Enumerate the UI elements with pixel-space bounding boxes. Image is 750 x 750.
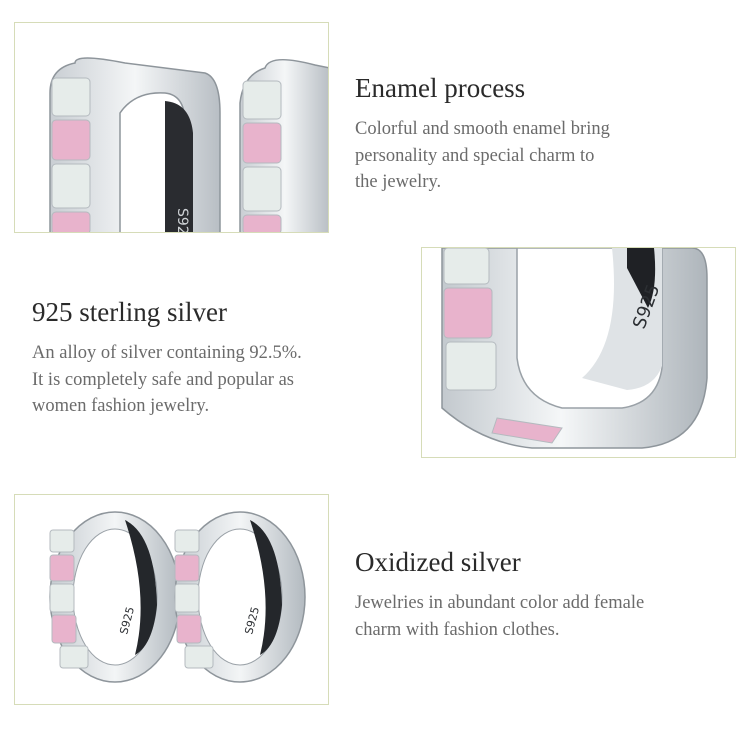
product-photo-stamp-detail: S925: [421, 247, 736, 458]
feature-enamel-process: Enamel process Colorful and smooth ename…: [355, 72, 715, 196]
feature-line: An alloy of silver containing 92.5%.: [32, 343, 302, 363]
feature-line: Jewelries in abundant color add female: [355, 593, 645, 613]
feature-line: women fashion jewelry.: [32, 396, 210, 416]
product-photo-earring-pair: S925 S925: [14, 494, 329, 705]
feature-line: the jewelry.: [355, 172, 442, 192]
feature-oxidized-silver: Oxidized silver Jewelries in abundant co…: [355, 546, 725, 643]
feature-line: It is completely safe and popular as: [32, 369, 294, 390]
feature-line: personality and special charm to: [355, 145, 595, 166]
stamp-s925-text: S925: [174, 208, 190, 233]
feature-sterling-silver: 925 sterling silver An alloy of silver c…: [32, 296, 402, 420]
hoop-earring: S925: [49, 57, 221, 233]
feature-title: Enamel process: [355, 73, 526, 103]
hoop-earring: S925: [49, 511, 181, 683]
product-photo-enamel-closeup: S925: [14, 22, 329, 233]
feature-line: charm with fashion clothes.: [355, 619, 560, 640]
feature-title: Oxidized silver: [355, 547, 521, 577]
feature-line: Colorful and smooth enamel bring: [355, 119, 610, 139]
hoop-earring: [239, 59, 328, 232]
feature-description: Jewelries in abundant color add female c…: [355, 590, 725, 643]
feature-description: Colorful and smooth enamel bring persona…: [355, 116, 715, 196]
hoop-earring: S925: [441, 248, 708, 449]
feature-title: 925 sterling silver: [32, 297, 227, 327]
feature-description: An alloy of silver containing 92.5%. It …: [32, 340, 402, 420]
hoop-earring: S925: [174, 511, 306, 683]
